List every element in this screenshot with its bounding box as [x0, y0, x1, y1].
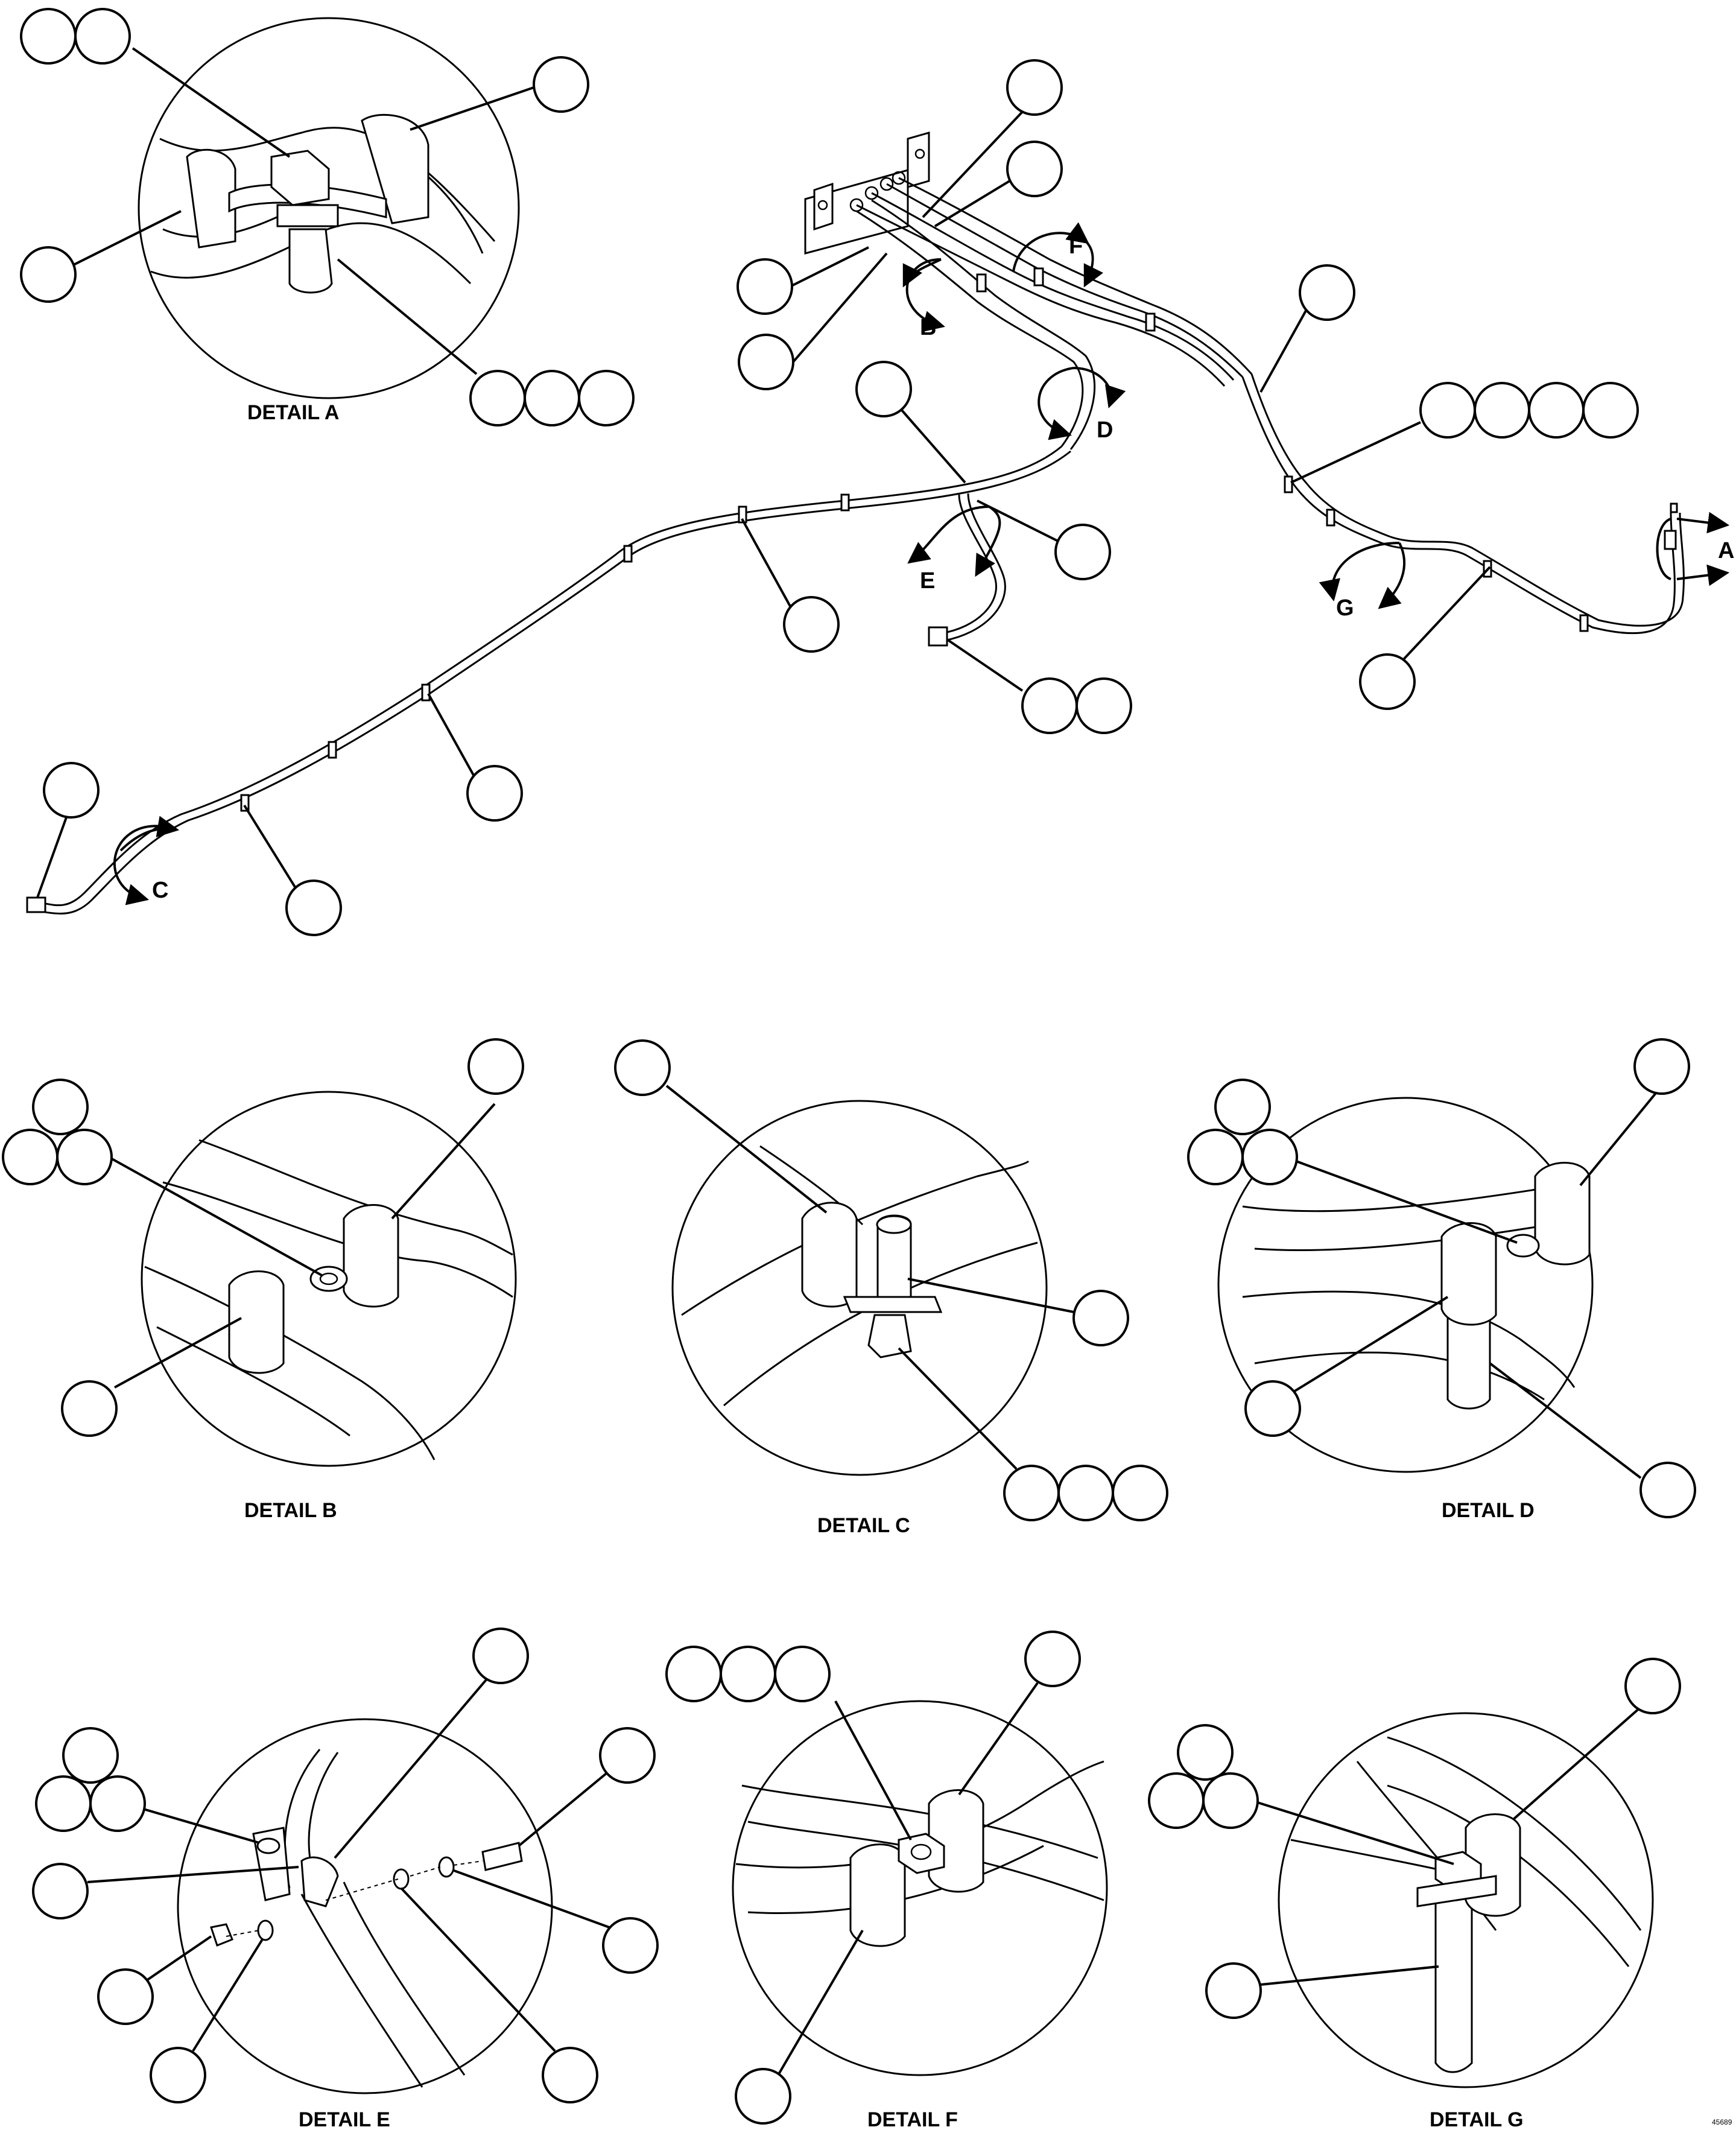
item-balloon [56, 1129, 113, 1185]
item-balloon [1359, 653, 1416, 710]
item-balloon [1003, 1465, 1060, 1521]
item-balloon [43, 762, 100, 819]
item-balloon [74, 8, 131, 65]
item-balloon [774, 1646, 831, 1702]
item-balloon [855, 361, 912, 417]
item-balloon [1241, 1129, 1298, 1185]
main-assembly-view: A B C D E F G [26, 59, 1734, 936]
item-balloon [1177, 1724, 1234, 1781]
view-arrow-f-label: F [1069, 233, 1083, 259]
item-balloon [1057, 1465, 1114, 1521]
detail-b-caption: DETAIL B [244, 1499, 337, 1522]
item-balloon [738, 334, 794, 390]
item-balloon [1072, 1290, 1129, 1346]
detail-a: DETAIL A [20, 8, 635, 426]
item-balloon [737, 258, 793, 315]
detail-c: DETAIL C [614, 1039, 1168, 1537]
item-balloon [466, 765, 523, 822]
tube-clamps [240, 267, 1678, 812]
right-tube-run [1241, 373, 1685, 635]
item-balloon [1075, 677, 1132, 734]
item-balloon [2, 1129, 59, 1185]
item-balloon [1024, 1631, 1081, 1687]
item-balloon [150, 2047, 206, 2103]
item-balloon [533, 56, 589, 113]
item-balloon [35, 1775, 92, 1832]
detail-b: DETAIL B [2, 1038, 524, 1522]
drawing-reference-number: 45689 [1712, 2118, 1732, 2126]
item-balloon [1419, 382, 1476, 439]
detail-g-caption: DETAIL G [1430, 2108, 1524, 2130]
view-arrow-a-label: A [1718, 538, 1734, 563]
detail-e-caption: DETAIL E [299, 2108, 390, 2130]
item-balloon [602, 1917, 659, 1974]
item-balloon [542, 2047, 598, 2103]
item-balloon [1299, 264, 1355, 321]
item-balloon [524, 370, 580, 426]
view-arrow-c-label: C [152, 878, 168, 903]
valve-bracket [804, 132, 930, 255]
view-arrow-b-label: B [920, 315, 936, 340]
detail-c-caption: DETAIL C [817, 1514, 910, 1537]
item-balloon [1054, 524, 1111, 580]
item-balloon [97, 1968, 154, 2025]
item-balloon [61, 1380, 118, 1437]
detail-a-caption: DETAIL A [247, 401, 339, 424]
item-balloon [1633, 1038, 1690, 1095]
item-balloon [1006, 59, 1063, 116]
view-arrow-d-label: D [1097, 417, 1113, 443]
item-balloon [1214, 1079, 1271, 1135]
item-balloon [614, 1039, 671, 1096]
detail-g: DETAIL G [1148, 1658, 1681, 2130]
view-arrow-e-label: E [920, 568, 935, 594]
upper-tube-bundle [856, 177, 1253, 450]
long-tube-run [26, 445, 1071, 914]
item-balloon [720, 1646, 776, 1702]
main-item-balloons [36, 59, 1639, 936]
item-balloon [89, 1775, 146, 1832]
item-balloon [1021, 677, 1078, 734]
item-balloon [1148, 1772, 1205, 1829]
item-balloon [783, 596, 840, 653]
item-balloon [1474, 382, 1530, 439]
item-balloon [1205, 1962, 1262, 2019]
item-balloon [469, 370, 526, 426]
view-arrow-g-label: G [1336, 595, 1354, 621]
item-balloon [20, 8, 77, 65]
item-balloon [735, 2068, 791, 2125]
item-balloon [1187, 1129, 1244, 1185]
detail-f: DETAIL F [665, 1631, 1108, 2130]
item-balloon [1624, 1658, 1681, 1714]
item-balloon [32, 1863, 89, 1919]
detail-e: DETAIL E [32, 1628, 659, 2130]
item-balloon [1244, 1380, 1301, 1437]
item-balloon [32, 1079, 89, 1135]
item-balloon [1582, 382, 1639, 439]
item-balloon [20, 246, 77, 303]
item-balloon [1112, 1465, 1168, 1521]
detail-d: DETAIL D [1187, 1038, 1696, 1522]
item-balloon [665, 1646, 722, 1702]
item-balloon [1202, 1772, 1259, 1829]
item-balloon [1006, 141, 1063, 197]
item-balloon [472, 1628, 529, 1684]
lower-branch-tube [928, 493, 1006, 647]
item-balloon [599, 1727, 656, 1784]
item-balloon [578, 370, 635, 426]
item-balloon [1639, 1462, 1696, 1518]
detail-d-caption: DETAIL D [1442, 1499, 1535, 1522]
item-balloon [1528, 382, 1585, 439]
item-balloon [285, 880, 342, 936]
detail-f-caption: DETAIL F [867, 2108, 958, 2130]
view-direction-arrows: A B C D E F G [113, 222, 1734, 905]
item-balloon [62, 1727, 119, 1784]
item-balloon [467, 1038, 524, 1095]
